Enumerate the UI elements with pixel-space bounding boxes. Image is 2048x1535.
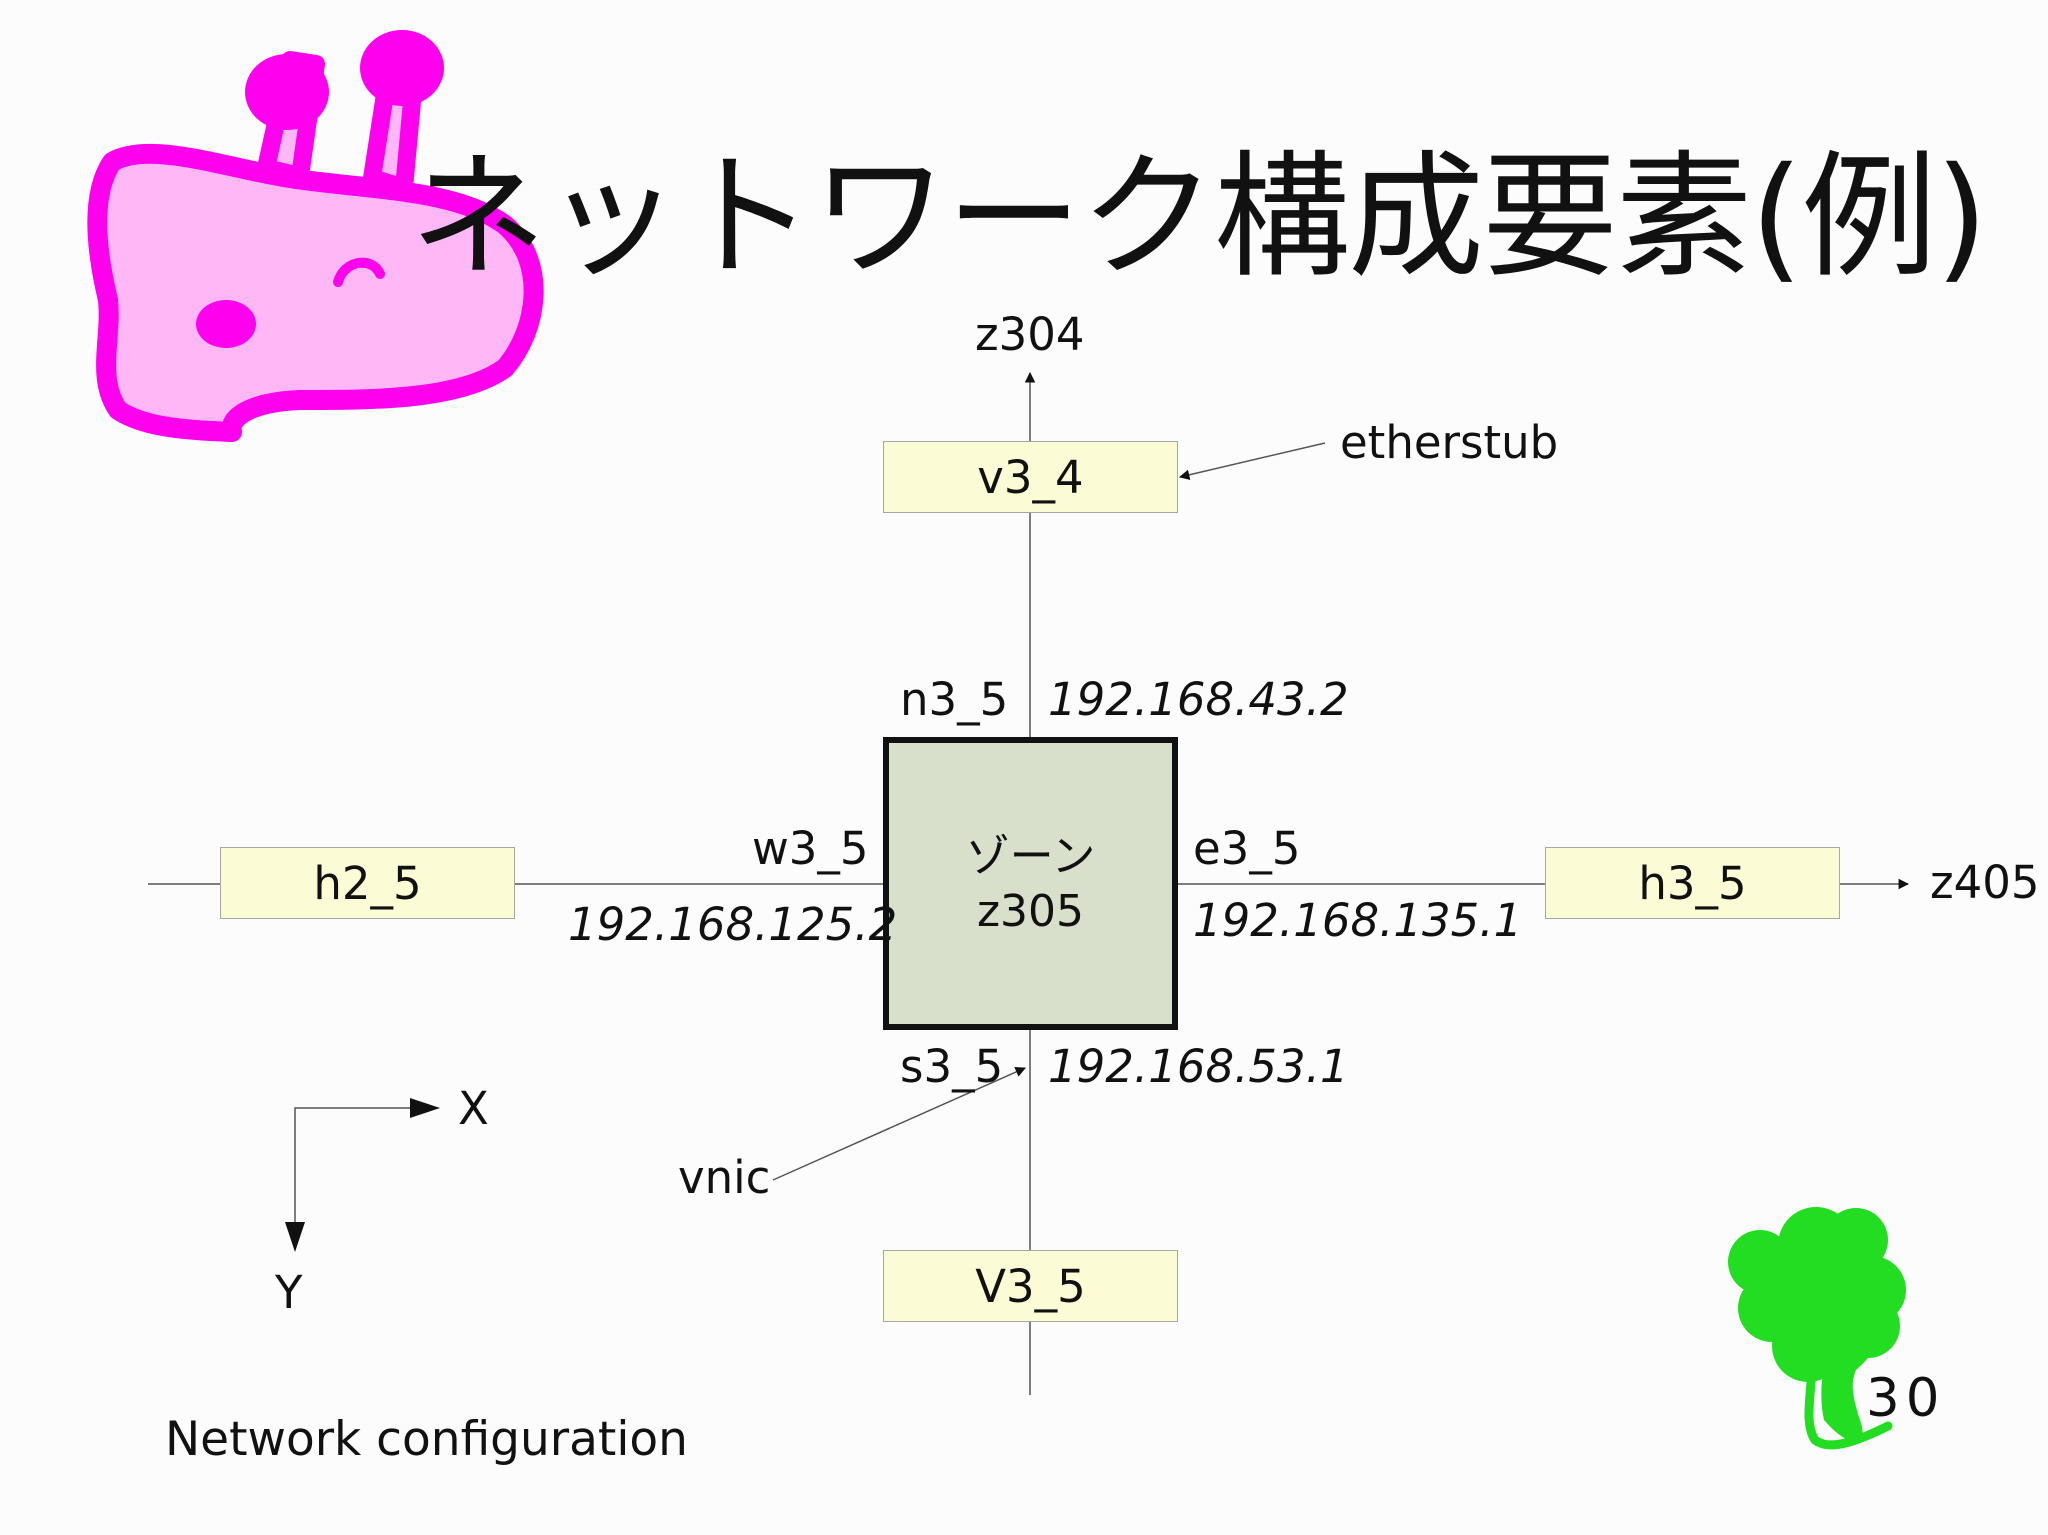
etherstub-south-box: V3_5 [883, 1250, 1178, 1322]
etherstub-annotation: etherstub [1340, 420, 1558, 465]
zone-name: ゾーン [966, 829, 1096, 884]
vnic-south-label: s3_5 [900, 1044, 1003, 1089]
vnic-west-label: w3_5 [752, 826, 869, 871]
vnic-east-ip: 192.168.135.1 [1193, 898, 1522, 943]
zone-box: ゾーン z305 [883, 737, 1178, 1030]
axis-legend [285, 1098, 440, 1252]
slide-title: ネットワーク構成要素(例) [410, 150, 1986, 286]
caption: Network configuration [165, 1412, 688, 1467]
axis-x-label: X [458, 1086, 489, 1131]
page-number: 30 [1866, 1368, 1945, 1429]
vnic-north-label: n3_5 [900, 677, 1008, 722]
vnic-west-ip: 192.168.125.2 [568, 902, 897, 947]
vnic-north-ip: 192.168.43.2 [1048, 677, 1349, 722]
destination-east-label: z405 [1930, 860, 2040, 905]
etherstub-north-box: v3_4 [883, 441, 1178, 513]
zone-id: z305 [977, 884, 1084, 939]
axis-y-label: Y [275, 1270, 303, 1315]
etherstub-pointer [1180, 443, 1325, 477]
destination-north-label: z304 [975, 312, 1085, 357]
vnic-south-ip: 192.168.53.1 [1048, 1044, 1349, 1089]
vnic-annotation: vnic [678, 1155, 770, 1200]
host-east-box: h3_5 [1545, 847, 1840, 919]
vnic-east-label: e3_5 [1193, 826, 1300, 871]
host-west-box: h2_5 [220, 847, 515, 919]
